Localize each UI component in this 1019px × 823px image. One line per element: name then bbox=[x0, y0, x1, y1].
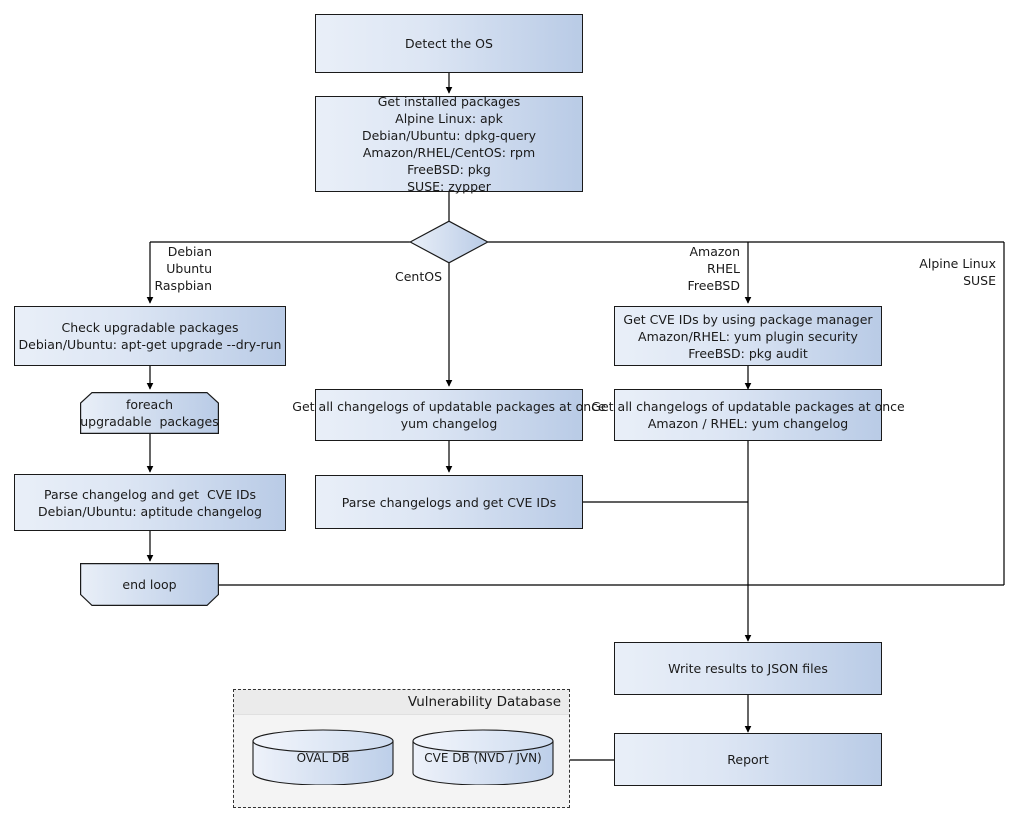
branch-label-amazon: Amazon RHEL FreeBSD bbox=[687, 244, 740, 293]
vulnerability-database-title: Vulnerability Database bbox=[234, 690, 569, 715]
node-report[interactable]: Report bbox=[614, 733, 882, 786]
node-check-upgradable-label: Check upgradable packages Debian/Ubuntu:… bbox=[18, 320, 282, 352]
node-report-label: Report bbox=[727, 752, 769, 767]
database-oval-db-label: OVAL DB bbox=[296, 751, 350, 766]
node-parse-changelog-debian-label: Parse changelog and get CVE IDs Debian/U… bbox=[38, 486, 262, 519]
node-check-upgradable[interactable]: Check upgradable packages Debian/Ubuntu:… bbox=[14, 306, 286, 366]
node-get-changelogs-rhel[interactable]: Get all changelogs of updatable packages… bbox=[591, 389, 905, 441]
node-parse-changelogs-centos[interactable]: Parse changelogs and get CVE IDs bbox=[315, 475, 583, 529]
node-get-changelogs-centos-label: Get all changelogs of updatable packages… bbox=[292, 399, 606, 431]
node-end-loop-label: end loop bbox=[122, 577, 177, 592]
node-get-cve-ids-pkgmgr[interactable]: Get CVE IDs by using package manager Ama… bbox=[614, 306, 882, 366]
node-write-results-label: Write results to JSON files bbox=[668, 661, 828, 676]
node-get-installed-packages-label: Get installed packages Alpine Linux: apk… bbox=[361, 94, 537, 194]
node-end-loop[interactable]: end loop bbox=[80, 563, 219, 606]
node-get-cve-ids-pkgmgr-label: Get CVE IDs by using package manager Ama… bbox=[623, 311, 873, 361]
node-detect-os[interactable]: Detect the OS bbox=[315, 14, 583, 73]
loop-end-shape bbox=[80, 563, 219, 606]
node-foreach-loop-label: foreach upgradable packages bbox=[80, 397, 219, 429]
branch-label-debian: Debian Ubuntu Raspbian bbox=[154, 244, 212, 293]
node-parse-changelogs-centos-label: Parse changelogs and get CVE IDs bbox=[341, 494, 557, 510]
node-decision-os[interactable] bbox=[408, 220, 490, 264]
loop-start-shape bbox=[80, 392, 219, 434]
branch-label-centos: CentOS bbox=[394, 269, 442, 284]
database-oval-db[interactable]: OVAL DB bbox=[252, 729, 394, 785]
node-detect-os-label: Detect the OS bbox=[405, 36, 493, 51]
node-get-installed-packages[interactable]: Get installed packages Alpine Linux: apk… bbox=[315, 94, 583, 194]
node-parse-changelog-debian[interactable]: Parse changelog and get CVE IDs Debian/U… bbox=[14, 474, 286, 531]
database-cve-db-label: CVE DB (NVD / JVN) bbox=[424, 751, 542, 766]
node-write-results[interactable]: Write results to JSON files bbox=[614, 642, 882, 695]
branch-label-alpine: Alpine Linux SUSE bbox=[919, 256, 996, 288]
node-get-changelogs-centos[interactable]: Get all changelogs of updatable packages… bbox=[292, 389, 606, 441]
database-cve-db[interactable]: CVE DB (NVD / JVN) bbox=[412, 729, 554, 785]
node-foreach-loop[interactable]: foreach upgradable packages bbox=[80, 392, 219, 434]
vulnerability-database-group: Vulnerability Database OVAL DB bbox=[233, 689, 570, 808]
node-get-changelogs-rhel-label: Get all changelogs of updatable packages… bbox=[591, 399, 905, 431]
